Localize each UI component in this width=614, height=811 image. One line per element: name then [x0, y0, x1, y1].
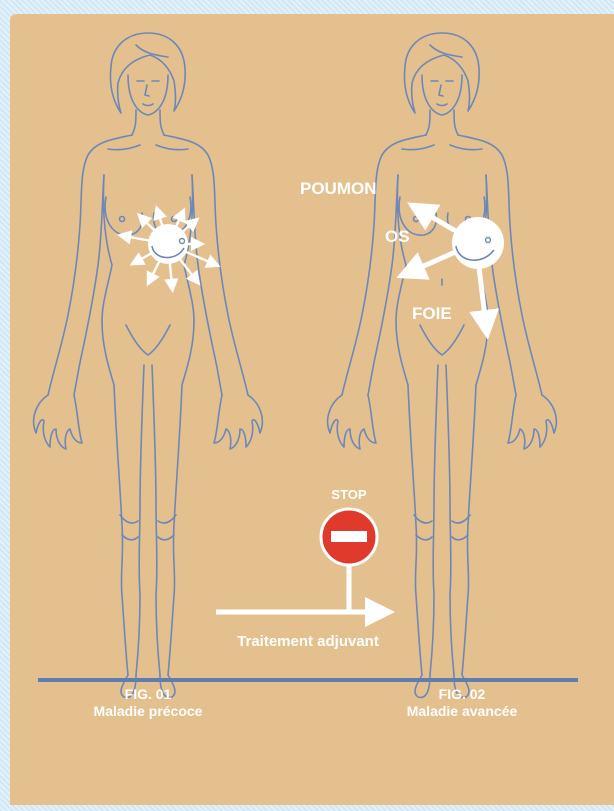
fig2-caption: Maladie avancée	[362, 703, 562, 720]
treatment-label: Traitement adjuvant	[198, 633, 418, 650]
stop-sign	[321, 509, 377, 565]
localized-tumor-early	[124, 212, 214, 286]
fig1-label: FIG. 01	[48, 686, 248, 703]
site-label-bone: OS	[385, 228, 445, 245]
female-figure-early	[34, 33, 263, 697]
stop-label: STOP	[249, 486, 449, 503]
site-label-liver: FOIE	[412, 305, 492, 322]
fig2-label: FIG. 02	[362, 686, 562, 703]
site-label-lung: POUMON	[300, 180, 420, 197]
fig1-caption: Maladie précoce	[48, 703, 248, 720]
treatment-arrow	[216, 565, 380, 612]
female-figure-advanced	[328, 33, 557, 697]
